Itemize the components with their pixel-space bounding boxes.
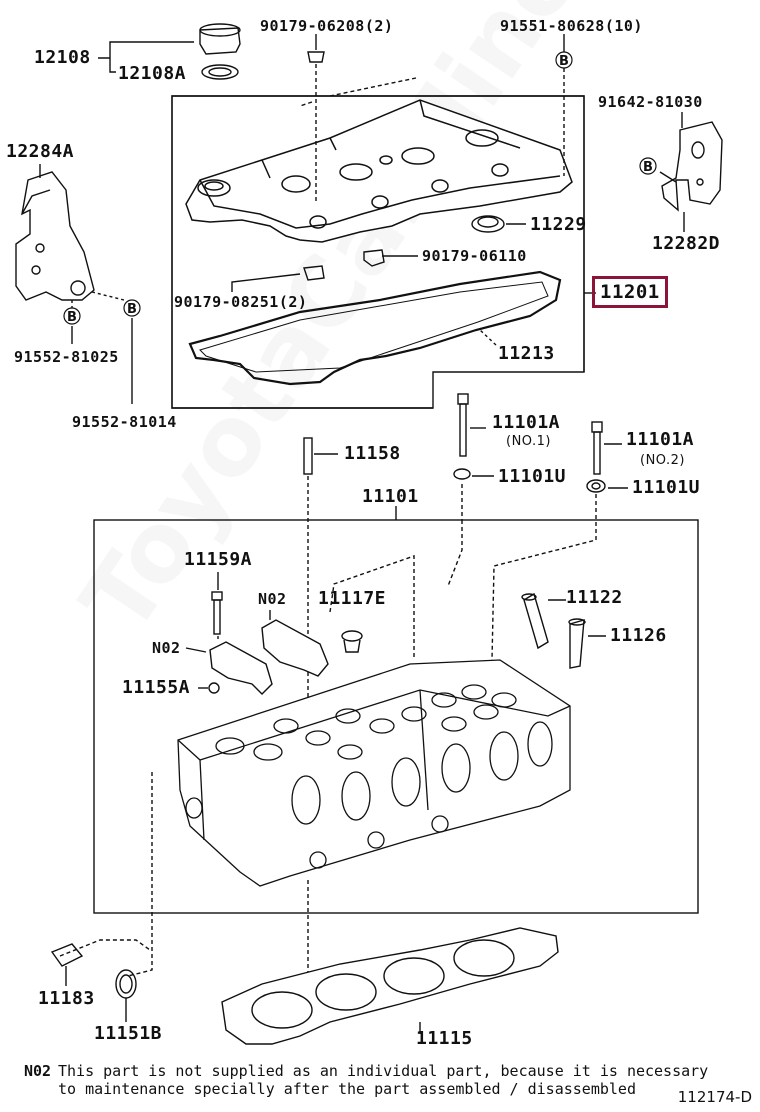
part-label-11183[interactable]: 11183 <box>38 988 95 1009</box>
part-label-11213[interactable]: 11213 <box>498 343 555 364</box>
part-label-n02-2[interactable]: N02 <box>152 639 181 657</box>
callout-b-3 <box>63 307 81 325</box>
part-label-11101a-no1-sub: (NO.1) <box>506 434 551 449</box>
part-label-11159a[interactable]: 11159A <box>184 549 253 570</box>
note-text: This part is not supplied as an individu… <box>58 1062 709 1098</box>
part-label-11117e[interactable]: 11117E <box>318 588 387 609</box>
stud-11158 <box>303 437 313 475</box>
camshaft-bearing-cap-2 <box>209 641 273 695</box>
camshaft-bearing-cap-1 <box>261 619 329 677</box>
callout-markers <box>63 51 657 325</box>
note-key: N02 <box>24 1062 52 1080</box>
bolt-11101a-no2 <box>586 421 606 493</box>
callout-b-1 <box>555 51 573 69</box>
part-label-11101[interactable]: 11101 <box>362 486 419 507</box>
part-label-91551-80628[interactable]: 91551-80628(10) <box>500 17 643 35</box>
bolt-11159a <box>211 591 223 635</box>
part-label-91552-81025[interactable]: 91552-81025 <box>14 348 119 366</box>
ring-pin-11155a <box>208 682 220 694</box>
part-label-91642-81030[interactable]: 91642-81030 <box>598 93 703 111</box>
engine-hanger-12284a <box>15 171 95 301</box>
part-label-11101u-2[interactable]: 11101U <box>632 477 701 498</box>
valve-guide-11122 <box>523 592 549 650</box>
bolt-11101a-no1 <box>453 393 471 480</box>
part-label-11126[interactable]: 11126 <box>610 625 667 646</box>
callout-b-4 <box>123 299 141 317</box>
part-label-11115[interactable]: 11115 <box>416 1028 473 1049</box>
part-label-n02-1[interactable]: N02 <box>258 590 287 608</box>
callout-letter: B <box>559 54 570 69</box>
callout-letter: B <box>643 160 654 175</box>
cylinder-head-body <box>177 659 571 887</box>
plug-11117e <box>341 630 363 653</box>
part-label-12282d[interactable]: 12282D <box>652 233 721 254</box>
valve-stem-seal-11126 <box>569 619 585 669</box>
head-gasket-11115 <box>221 927 559 1045</box>
part-label-11101a-no2-sub: (NO.2) <box>640 453 685 468</box>
part-label-11122[interactable]: 11122 <box>566 587 623 608</box>
cylinder-head-cover <box>185 99 573 243</box>
part-label-11151b[interactable]: 11151B <box>94 1023 163 1044</box>
part-label-11101a-no2[interactable]: 11101A <box>626 429 695 450</box>
plug-11183 <box>50 943 84 967</box>
callout-b-2 <box>639 157 657 175</box>
part-label-11101u-1[interactable]: 11101U <box>498 466 567 487</box>
part-label-91552-81014[interactable]: 91552-81014 <box>72 413 177 431</box>
part-label-11201-highlighted[interactable]: 11201 <box>592 276 668 308</box>
seal-11151b <box>115 969 137 999</box>
part-label-11101a-no1[interactable]: 11101A <box>492 412 561 433</box>
part-label-12108a[interactable]: 12108A <box>118 63 187 84</box>
diagram-id: 112174-D <box>677 1088 752 1106</box>
cover-gasket <box>188 270 562 386</box>
part-label-11158[interactable]: 11158 <box>344 443 401 464</box>
part-label-12284a[interactable]: 12284A <box>6 141 75 162</box>
seal-11229 <box>471 215 505 233</box>
callout-letter: B <box>67 310 78 325</box>
part-label-11155a[interactable]: 11155A <box>122 677 191 698</box>
bracket-12282d <box>661 121 723 212</box>
part-label-12108[interactable]: 12108 <box>34 47 91 68</box>
part-label-11229[interactable]: 11229 <box>530 214 587 235</box>
nut-90179-08251 <box>303 265 325 281</box>
callout-letter: B <box>127 302 138 317</box>
oil-filler-cap <box>199 23 241 80</box>
bolt-90179-06208 <box>307 51 325 63</box>
part-label-90179-06208[interactable]: 90179-06208(2) <box>260 17 394 35</box>
part-label-90179-08251[interactable]: 90179-08251(2) <box>174 293 308 311</box>
part-label-90179-06110[interactable]: 90179-06110 <box>422 247 527 265</box>
nut-90179-06110 <box>363 249 385 267</box>
